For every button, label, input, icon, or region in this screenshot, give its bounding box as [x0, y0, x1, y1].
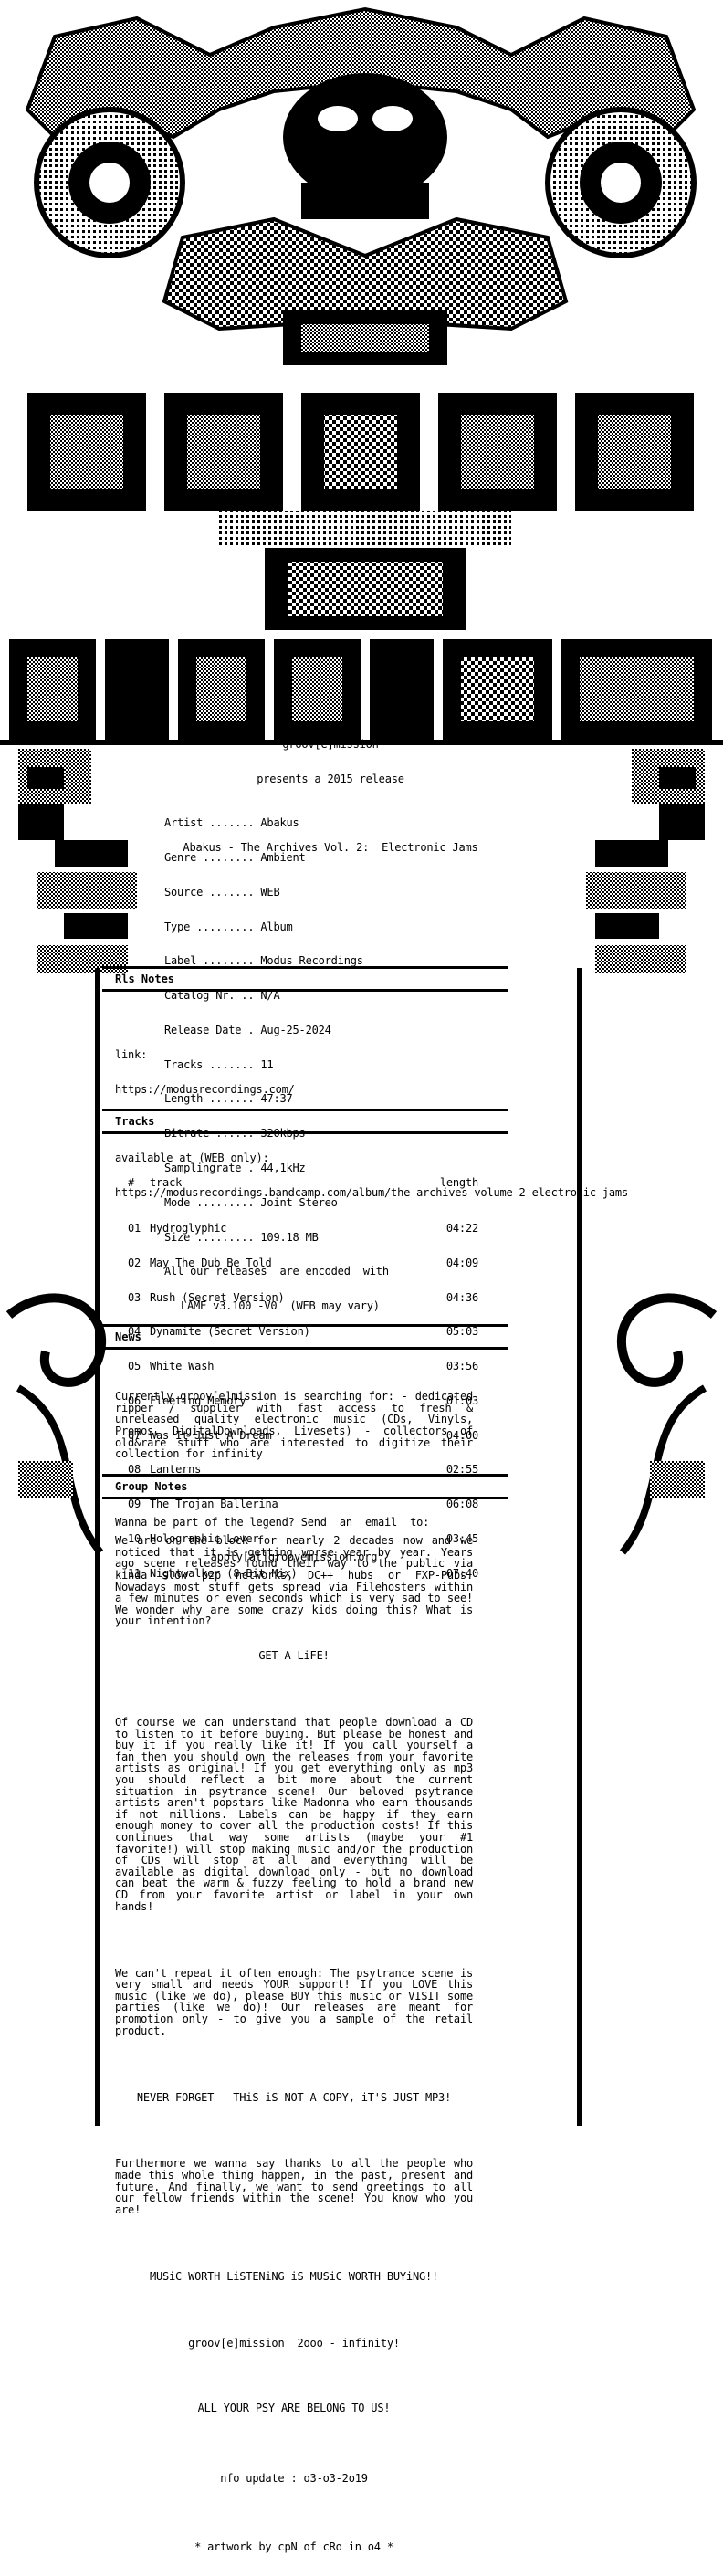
info-row: Label ........ Modus Recordings [164, 954, 363, 968]
slogan: MUSiC WORTH LiSTENiNG iS MUSiC WORTH BUY… [149, 2269, 439, 2283]
info-row: Tracks ....... 11 [164, 1057, 274, 1071]
artwork-credit: * artwork by cpN of cRo in o4 * [194, 2539, 393, 2553]
rls-notes-body: link: https://modusrecordings.com/ avail… [115, 1026, 699, 1222]
info-row: Artist ....... Abakus [164, 816, 299, 830]
left-rail [95, 968, 100, 2126]
available-url[interactable]: https://modusrecordings.bandcamp.com/alb… [115, 1185, 628, 1199]
info-row: Genre ........ Ambient [164, 850, 306, 864]
group-notes-p1: We are on the block for nearly 2 decades… [115, 1534, 473, 1628]
group-notes-p4: NEVER FORGET - THiS iS NOT A COPY, iT'S … [136, 2090, 452, 2104]
rls-notes-heading: Rls Notes [102, 966, 508, 992]
news-email: apply[at]groovemission.org [210, 1550, 378, 1563]
info-row: Size ......... 109.18 MB [164, 1230, 319, 1244]
groove-letters-art [27, 393, 694, 630]
frame-art [5, 749, 718, 1555]
link-label: link: [115, 1048, 148, 1062]
nfo-update: nfo update : o3-o3-2o19 [220, 2471, 368, 2485]
info-row: Source ....... WEB [164, 885, 280, 899]
news-cta: Wanna be part of the legend? Send an ema… [115, 1516, 430, 1530]
info-row: Mode ......... Joint Stereo [164, 1195, 338, 1209]
info-row: Type ......... Album [164, 920, 293, 933]
mission-letters-art [0, 639, 723, 745]
tracklist-header: # track length [128, 1176, 478, 1190]
group-notes-p2: Of course we can understand that people … [115, 1716, 473, 1913]
info-row: Catalog Nr. .. N/A [164, 989, 280, 1003]
encode-note-1: All our releases are encoded with [164, 1265, 389, 1278]
news-text: Currently groov[e]mission is searching f… [115, 1390, 473, 1461]
link-url[interactable]: https://modusrecordings.com/ [115, 1082, 295, 1096]
group-notes-p5: Furthermore we wanna say thanks to all t… [115, 2157, 473, 2216]
release-title: Abakus - The Archives Vol. 2: Electronic… [183, 840, 478, 854]
group-name: groov[e]mission [282, 738, 379, 752]
belong-line: ALL YOUR PSY ARE BELONG TO US! [197, 2401, 391, 2414]
group-notes-heading: Group Notes [102, 1474, 508, 1499]
group-notes-p1-end: GET A LiFE! [258, 1649, 330, 1663]
release-header: groov[e]mission presents a 2015 release … [102, 716, 559, 877]
right-rail [577, 968, 582, 2126]
crown-art [25, 6, 697, 365]
encode-note-2: LAME v3.100 -V0 (WEB may vary) [181, 1299, 380, 1313]
nfo-artwork [0, 6, 723, 1555]
available-label: available at (WEB only): [115, 1151, 269, 1164]
info-row: Release Date . Aug-25-2024 [164, 1023, 331, 1036]
info-row: Samplingrate . 44,1kHz [164, 1162, 306, 1174]
info-row: Length ....... 47:37 [164, 1092, 293, 1106]
news-heading: News [102, 1324, 508, 1350]
release-info: Artist ....... Abakus Genre ........ Amb… [164, 794, 548, 1335]
group-notes-body: We are on the block for nearly 2 decades… [115, 1512, 473, 2575]
nfo-page: groov[e]mission presents a 2015 release … [0, 6, 723, 2552]
presents-line: presents a 2015 release [257, 772, 404, 785]
group-notes-p3: We can't repeat it often enough: The psy… [115, 1966, 473, 2037]
years-line: groov[e]mission 2ooo - infinity! [188, 2336, 400, 2350]
tracks-heading: Tracks [102, 1109, 508, 1134]
news-body: Currently groov[e]mission is searching f… [115, 1368, 473, 1586]
